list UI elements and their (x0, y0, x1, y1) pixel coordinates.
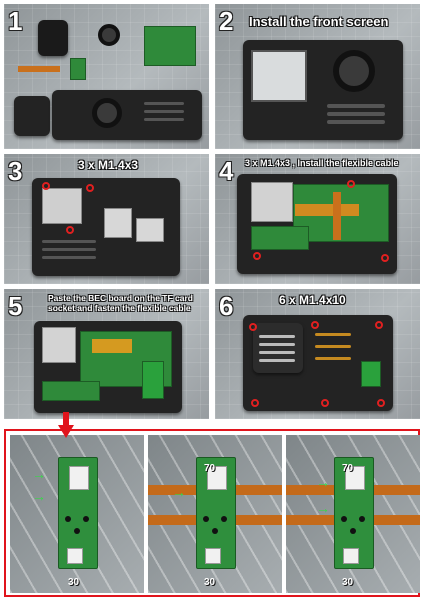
screw-marker (86, 184, 94, 192)
front-frame-part (14, 96, 50, 136)
label-sticker (104, 208, 132, 238)
bottom-label: 30 (68, 577, 80, 588)
button-board (42, 381, 100, 401)
step-number: 2 (219, 6, 234, 36)
step-number: 5 (8, 291, 23, 321)
flex-cable-part (18, 66, 60, 72)
screen-module (38, 20, 68, 56)
screen-back (251, 182, 293, 222)
step-4-panel: 4 3 x M1.4x3 , Install the flexible cabl… (215, 154, 420, 284)
detail-view-1: → → 30 (10, 435, 144, 593)
connector (343, 548, 359, 564)
step-caption: 3 x M1.4x3 , Install the flexible cable (245, 158, 399, 168)
label-sticker (136, 218, 164, 242)
bec-board (58, 457, 98, 569)
flexible-cable (295, 204, 359, 216)
bec-board (142, 361, 164, 399)
green-arrow: → (172, 484, 186, 500)
front-screen (251, 50, 307, 102)
step-3-panel: 3 3 x M1.4x3 (4, 154, 209, 284)
connector (345, 466, 365, 490)
screw-marker (321, 399, 329, 407)
step-caption: 3 x M1.4x3 (78, 158, 139, 172)
screw-marker (66, 226, 74, 234)
screw-marker (253, 252, 261, 260)
screw-marker (251, 399, 259, 407)
screw-marker (311, 321, 319, 329)
bec-board (334, 457, 374, 569)
bec-board (361, 361, 381, 387)
flexible-cable (333, 192, 341, 240)
case-back (32, 178, 180, 276)
screw-marker (347, 180, 355, 188)
screw-marker (42, 182, 50, 190)
bec-board (196, 457, 236, 569)
step-number: 4 (219, 156, 234, 186)
bottom-label: 30 (204, 577, 216, 588)
step-caption: Install the front screen (249, 14, 389, 29)
top-label: 70 (204, 463, 216, 474)
case-back-cover (243, 315, 393, 411)
green-arrow: → (316, 500, 330, 516)
step-number: 3 (8, 156, 23, 186)
case-shell-part (52, 90, 202, 140)
step-number: 1 (8, 6, 23, 36)
bottom-label: 30 (342, 577, 354, 588)
screen-back (42, 188, 82, 224)
step-6-panel: 6 6 x M1.4x10 (215, 289, 420, 419)
green-arrow: → (32, 488, 46, 504)
step-caption: 6 x M1.4x10 (279, 293, 346, 307)
case-back (237, 174, 397, 274)
connector (205, 548, 221, 564)
main-board-part (144, 26, 196, 66)
step-2-panel: 2 Install the front screen (215, 4, 420, 149)
case-back (34, 321, 182, 413)
front-case (243, 40, 403, 140)
small-board-part (70, 58, 86, 80)
joystick-ring (333, 50, 375, 92)
screen-back (42, 327, 76, 363)
connector (67, 548, 83, 564)
button-board (251, 226, 309, 250)
green-arrow: → (316, 474, 330, 490)
bec-detail-frame: → → 30 → 70 30 → → 70 30 (4, 429, 420, 597)
top-label: 70 (342, 463, 354, 474)
step-number: 6 (219, 291, 234, 321)
detail-view-2: → 70 30 (148, 435, 282, 593)
step-caption: Paste the BEC board on the TF card socke… (48, 293, 193, 313)
step-5-panel: 5 Paste the BEC board on the TF card soc… (4, 289, 209, 419)
screw-marker (375, 321, 383, 329)
joystick-part (98, 24, 120, 46)
step-1-panel: 1 (4, 4, 209, 149)
screw-marker (249, 323, 257, 331)
connector (69, 466, 89, 490)
detail-view-3: → → 70 30 (286, 435, 420, 593)
screw-marker (381, 254, 389, 262)
green-arrow: → (32, 466, 46, 482)
connector (207, 466, 227, 490)
screw-marker (377, 399, 385, 407)
red-arrow-icon (58, 412, 74, 438)
flexible-cable (92, 339, 132, 353)
